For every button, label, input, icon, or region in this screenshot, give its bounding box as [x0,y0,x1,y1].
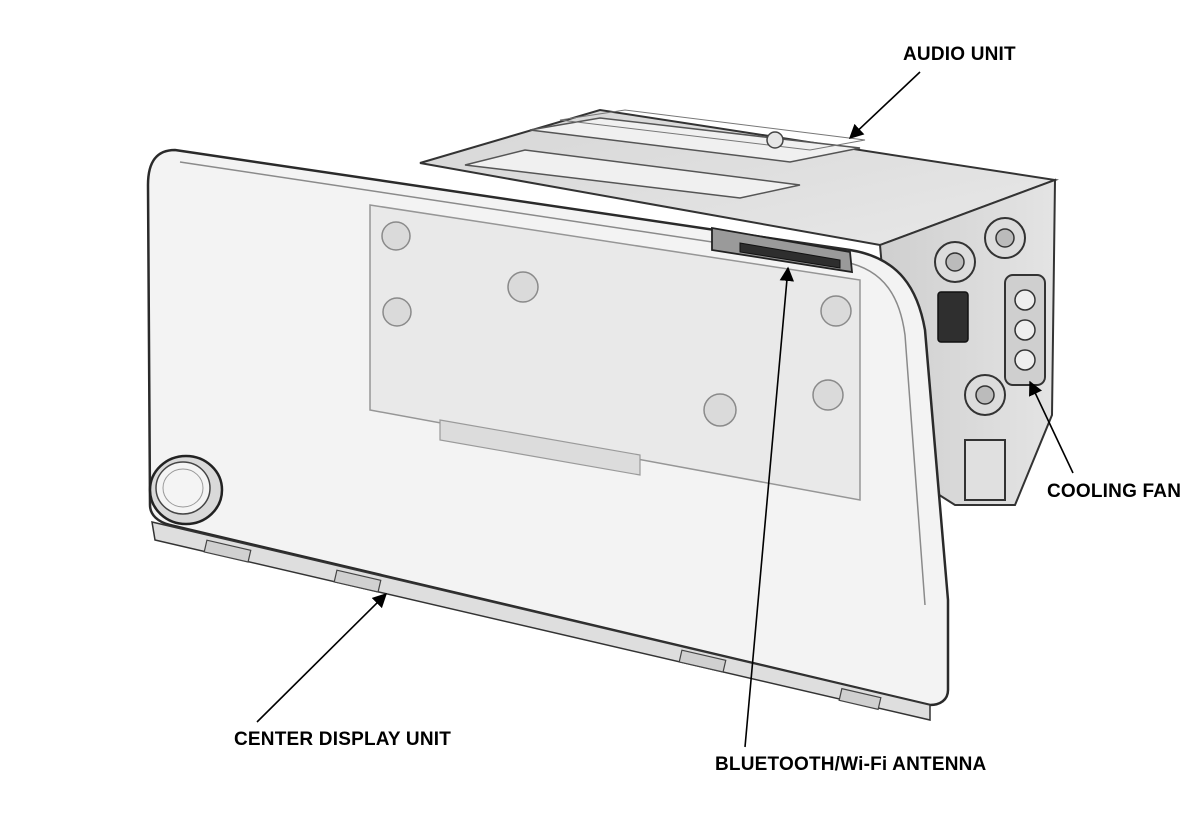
bluetooth-wifi-antenna [711,226,854,274]
audio-unit-side-boss-inner [945,252,965,272]
audio-unit-top-screw [766,131,784,149]
callout-audio-unit: AUDIO UNIT [903,44,1016,65]
center-display-bottom-skirt [151,521,931,721]
center-display-clip [203,539,252,563]
callout-cooling-fan: COOLING FAN [1047,481,1182,502]
callout-center-display-unit: CENTER DISPLAY UNIT [234,729,452,750]
volume-knob [148,454,224,526]
audio-unit-side-boss-inner [995,228,1015,248]
center-display-clip [678,649,727,673]
audio-unit-side-boss-inner [975,385,995,405]
audio-unit-bracket [964,439,1006,501]
center-display-clip [838,687,882,711]
leader-bluetooth-wifi-antenna [744,266,795,748]
center-display-unit [146,148,950,721]
center-display-mounting-holes [381,221,852,427]
callout-bluetooth-wifi-antenna: BLUETOOTH/Wi-Fi ANTENNA [715,754,987,775]
leader-center-display-unit [256,592,388,723]
audio-unit-top-rib [464,149,801,199]
audio-unit-connector [937,291,969,343]
center-display-clip [333,569,382,593]
center-display-internal-board [369,204,861,501]
cooling-fan [1004,274,1046,386]
leader-audio-unit [848,71,921,139]
center-display-internal-bracket [439,419,641,476]
leader-cooling-fan [1029,380,1074,474]
audio-unit-top-rib [559,109,866,151]
